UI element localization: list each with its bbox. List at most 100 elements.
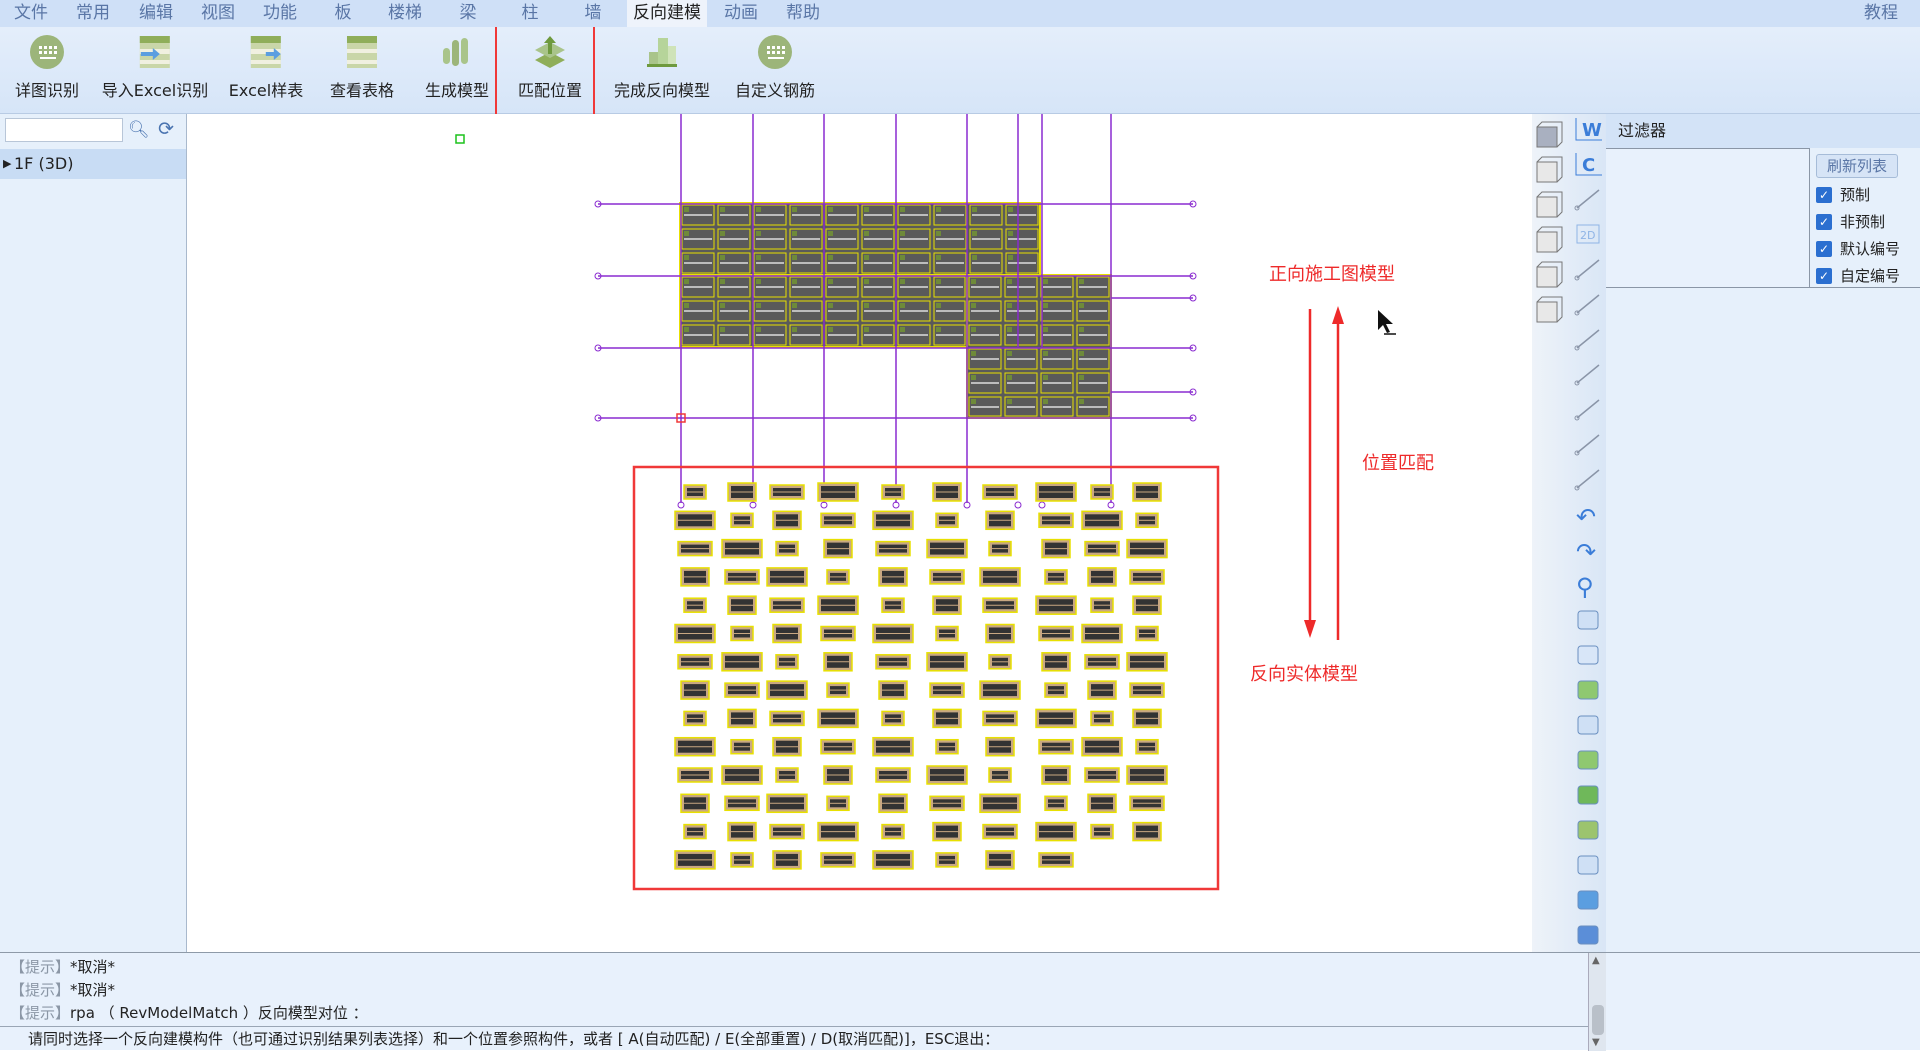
view-side-cube-icon[interactable] [1536,226,1563,253]
menu-slab[interactable]: 板 [334,3,352,23]
view-front-cube-icon[interactable] [1536,191,1563,218]
panel-marker [828,327,833,332]
checkbox-custom-number[interactable]: ✓ 自定编号 [1816,265,1900,286]
panel-marker [1043,303,1048,308]
menu-tutorial[interactable]: 教程 [1864,3,1898,23]
menu-file[interactable]: 文件 [14,3,48,23]
building-panel [1040,324,1074,346]
axis-bubble [820,501,828,509]
wall-w-icon[interactable]: W [1575,118,1602,141]
move-icon[interactable] [1577,645,1599,665]
checkbox-non-prefab[interactable]: ✓非预制 [1816,211,1885,232]
checkbox-prefab[interactable]: ✓预制 [1816,184,1870,205]
clock-icon[interactable] [1577,855,1599,875]
angle-line-icon[interactable] [1574,364,1600,386]
building-panel [681,228,715,250]
building-panel [1040,372,1074,394]
panel-marker [900,327,905,332]
copy-icon[interactable] [1577,890,1599,910]
solid-cube-icon[interactable] [1577,925,1599,945]
panel-marker [684,255,689,260]
keypad-circle-icon [756,33,794,71]
filter-list[interactable] [1606,148,1810,288]
menu-view[interactable]: 视图 [201,3,235,23]
panel-marker [936,207,941,212]
annotation-position-match: 位置匹配 [1362,453,1434,474]
panel-marker [936,279,941,284]
building-panel [825,204,859,226]
zoom-icon[interactable]: ⚲ [1576,573,1594,601]
building-panel [825,228,859,250]
view-3d-cube-icon[interactable] [1536,121,1563,148]
polyline-icon[interactable] [1574,294,1600,316]
building-panel [1005,204,1039,226]
drawing-canvas[interactable]: 正向施工图模型 位置匹配 反向实体模型 [188,114,1532,952]
menu-common[interactable]: 常用 [76,3,110,23]
checkbox-icon[interactable]: ✓ [1816,240,1832,257]
generate-model-button[interactable]: 生成模型 [425,33,489,101]
expand-arrow-icon[interactable]: ▶ [3,157,12,170]
menu-stairs[interactable]: 楼梯 [388,3,422,23]
menu-animation[interactable]: 动画 [724,3,758,23]
pan-hand-icon[interactable] [1577,610,1599,630]
import-excel-button[interactable]: 导入Excel识别 [102,33,208,101]
finish-reverse-model-button[interactable]: 完成反向模型 [614,33,710,101]
refresh-list-button[interactable]: 刷新列表 [1816,154,1898,178]
view-2d-icon[interactable]: 2D [1576,224,1600,244]
line-icon[interactable] [1574,259,1600,281]
console-scrollbar[interactable]: ▲ ▼ [1588,953,1606,1051]
console-line: 【提示】*取消* [10,981,116,999]
menu-beam[interactable]: 梁 [459,3,477,23]
menu-reverse-modeling[interactable]: 反向建模 [627,0,707,27]
rect-icon[interactable] [1574,189,1600,211]
view-wire-cube-icon[interactable] [1536,296,1563,323]
menu-wall[interactable]: 墙 [584,3,602,23]
checkbox-icon[interactable]: ✓ [1816,267,1832,284]
refresh-icon[interactable]: ⟳ [158,118,174,140]
panel-marker [720,303,725,308]
brush-icon[interactable] [1577,820,1599,840]
match-position-button[interactable]: 匹配位置 [518,33,582,101]
building-panel [681,276,715,298]
undo-icon[interactable]: ↶ [1576,503,1596,531]
scroll-thumb[interactable] [1592,1005,1604,1035]
panel-marker [1079,279,1084,284]
hatch-icon[interactable] [1574,434,1600,456]
cross-icon[interactable] [1574,329,1600,351]
scroll-down-icon[interactable]: ▼ [1592,1037,1600,1048]
custom-rebar-button[interactable]: 自定义钢筋 [735,33,815,101]
add-icon[interactable] [1577,785,1599,805]
column-c-icon[interactable]: C [1575,153,1602,176]
menu-column[interactable]: 柱 [521,3,539,23]
excel-template-button[interactable]: Excel样表 [229,33,303,101]
building-panel [753,324,787,346]
menu-edit[interactable]: 编辑 [139,3,173,23]
mirror-icon[interactable] [1577,750,1599,770]
search-input[interactable] [5,118,123,142]
view-iso-cube-icon[interactable] [1536,261,1563,288]
redo-icon[interactable]: ↷ [1576,538,1596,566]
scroll-up-icon[interactable]: ▲ [1592,955,1600,966]
checkbox-icon[interactable]: ✓ [1816,213,1832,230]
axis-bubble [594,272,602,280]
search-icon[interactable]: 🔍︎ [128,120,150,140]
tree-item-label: 1F (3D) [14,154,74,173]
checkbox-icon[interactable]: ✓ [1816,186,1832,203]
menu-help[interactable]: 帮助 [786,3,820,23]
panel-marker [720,327,725,332]
cad-viewport[interactable] [188,114,1532,952]
checkbox-default-number[interactable]: ✓默认编号 [1816,238,1900,259]
view-top-cube-icon[interactable] [1536,156,1563,183]
perpendicular-icon[interactable] [1574,399,1600,421]
box-select-icon[interactable] [1577,680,1599,700]
panel-marker [828,255,833,260]
checkbox-label: 自定编号 [1840,267,1901,285]
menu-function[interactable]: 功能 [263,3,297,23]
command-input[interactable]: 请同时选择一个反向建模构件（也可通过识别结果列表选择）和一个位置参照构件，或者 … [0,1026,1600,1051]
dash-icon[interactable] [1574,469,1600,491]
tree-item-1f[interactable]: ▶ 1F (3D) [0,149,186,179]
building-panel [1004,324,1038,346]
split-icon[interactable] [1577,715,1599,735]
view-table-button[interactable]: 查看表格 [330,33,394,101]
detail-recognition-button[interactable]: 详图识别 [15,33,79,101]
